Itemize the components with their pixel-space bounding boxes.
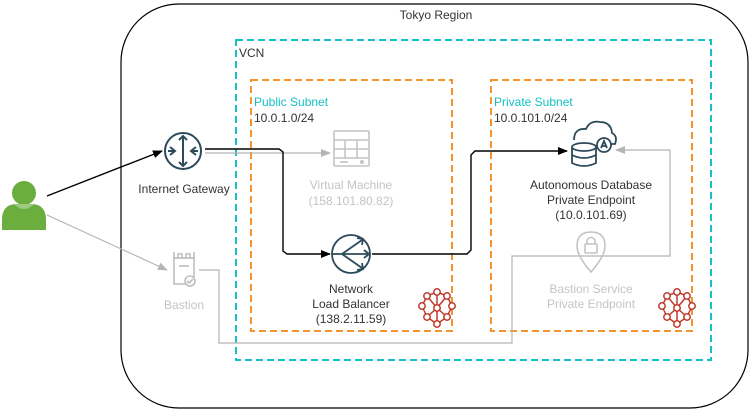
virtual-machine-icon bbox=[333, 130, 370, 167]
public-subnet-container bbox=[250, 79, 453, 332]
autonomous-database-label: Autonomous Database Private Endpoint (10… bbox=[530, 178, 652, 222]
network-load-balancer-line2: Load Balancer bbox=[312, 297, 390, 311]
vcn-container bbox=[235, 39, 712, 361]
autonomous-database-ip: (10.0.101.69) bbox=[555, 208, 627, 222]
security-list-icon-private bbox=[658, 288, 696, 328]
network-load-balancer-label: Network Load Balancer (138.2.11.59) bbox=[312, 282, 389, 326]
bastion-service-line2: Private Endpoint bbox=[546, 297, 636, 311]
private-subnet-name: Private Subnet bbox=[494, 95, 573, 109]
virtual-machine-label: Virtual Machine (158.101.80.82) bbox=[309, 178, 394, 208]
autonomous-database-icon bbox=[571, 120, 617, 167]
bastion-service-label: Bastion Service Private Endpoint bbox=[547, 282, 635, 311]
network-load-balancer-line1: Network bbox=[328, 282, 374, 296]
internet-gateway-label: Internet Gateway bbox=[138, 182, 230, 196]
private-subnet-container bbox=[490, 79, 693, 332]
bastion-icon bbox=[173, 252, 196, 287]
internet-gateway-icon bbox=[164, 132, 202, 170]
region-container bbox=[120, 3, 749, 409]
autonomous-database-line1: Autonomous Database bbox=[529, 178, 653, 192]
bastion-endpoint-icon bbox=[576, 231, 606, 274]
network-load-balancer-ip: (138.2.11.59) bbox=[315, 312, 387, 326]
connector-bastion-to-adb bbox=[199, 146, 671, 344]
autonomous-database-line2: Private Endpoint bbox=[546, 193, 636, 207]
bastion-service-line1: Bastion Service bbox=[549, 282, 633, 296]
connector-user-to-gateway bbox=[46, 150, 163, 197]
vcn-label: VCN bbox=[239, 46, 265, 60]
security-list-icon-public bbox=[418, 288, 456, 328]
user-icon bbox=[2, 181, 46, 230]
public-subnet-cidr: 10.0.1.0/24 bbox=[254, 111, 315, 125]
virtual-machine-ip: (158.101.80.82) bbox=[308, 194, 394, 208]
connector-gateway-to-nlb bbox=[205, 148, 331, 258]
connector-nlb-to-adb bbox=[372, 147, 568, 255]
private-subnet-cidr: 10.0.101.0/24 bbox=[494, 111, 568, 125]
public-subnet-name: Public Subnet bbox=[254, 95, 329, 109]
virtual-machine-name: Virtual Machine bbox=[309, 178, 393, 192]
bastion-label: Bastion bbox=[163, 298, 205, 312]
connector-user-to-bastion bbox=[46, 214, 168, 271]
region-title: Tokyo Region bbox=[399, 8, 473, 22]
network-load-balancer-icon bbox=[331, 234, 371, 274]
